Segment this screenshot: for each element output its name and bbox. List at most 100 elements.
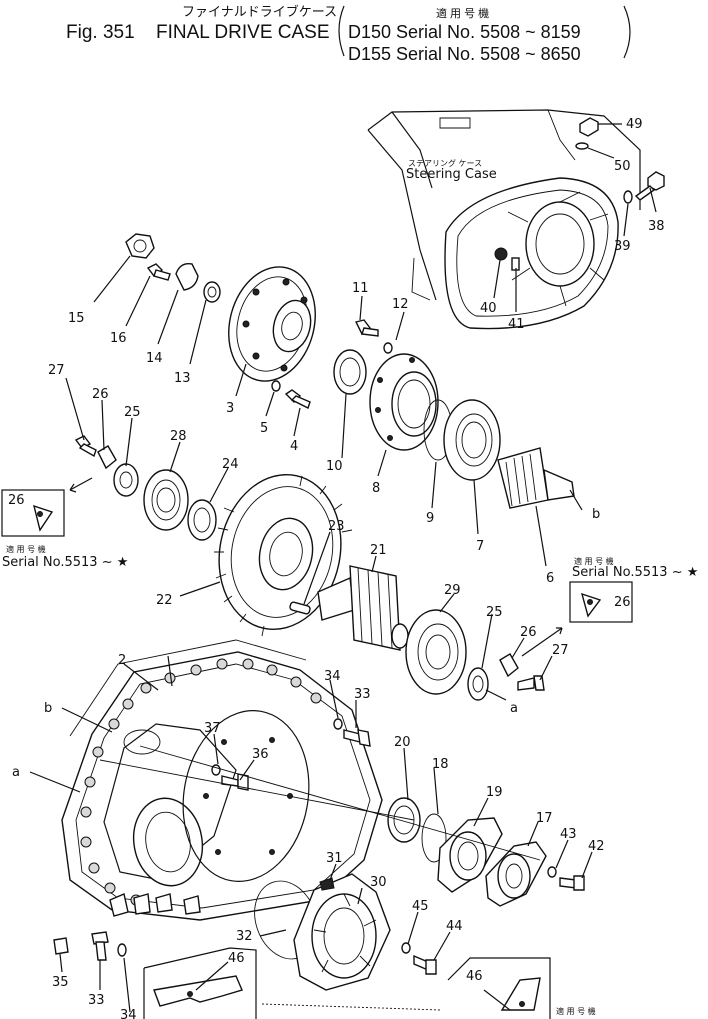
bolt-42	[559, 875, 585, 891]
callout-22: 22	[156, 593, 173, 608]
leader-lines	[29, 123, 657, 1013]
o-ring-50	[575, 142, 589, 150]
chain-line	[261, 1003, 441, 1011]
callout-37: 37	[204, 721, 221, 736]
detail-box-46-right	[447, 957, 551, 1019]
callout-box-26-left	[1, 489, 65, 537]
figure-title: FINAL DRIVE CASE	[156, 22, 330, 43]
callout-27-right: 27	[552, 643, 569, 658]
lock-plate-26-left	[97, 445, 117, 470]
callout-a-retainer: a	[510, 701, 518, 716]
steering-case-label-jp: ステアリング ケース	[408, 158, 482, 168]
cover-30	[293, 873, 391, 991]
serial-line-d150: D150 Serial No. 5508 ~ 8159	[348, 22, 581, 42]
center-line-lower	[139, 745, 541, 861]
callout-19: 19	[486, 785, 503, 800]
plug-40	[494, 247, 508, 261]
ring-gear-22	[214, 473, 353, 637]
callout-39: 39	[614, 239, 631, 254]
lock-plate-14	[175, 263, 199, 291]
flange-3	[228, 266, 316, 382]
retainer-25-left	[113, 463, 139, 497]
cover-17	[485, 841, 547, 907]
bolt-16	[146, 263, 171, 281]
callout-25-left: 25	[124, 405, 141, 420]
dowel-35	[53, 937, 69, 955]
lock-plate-26-right	[499, 653, 519, 678]
bolt-44	[413, 954, 437, 975]
bracket-31	[319, 877, 335, 891]
steering-case	[367, 109, 641, 330]
callout-31: 31	[326, 851, 343, 866]
callout-box-26-right	[569, 581, 633, 623]
callout-9: 9	[426, 511, 434, 526]
callout-33-upper: 33	[354, 687, 371, 702]
washer-13	[203, 281, 221, 303]
final-drive-case-2	[61, 651, 383, 921]
callout-16: 16	[110, 331, 127, 346]
bearing-29	[405, 609, 467, 695]
callout-6: 6	[546, 571, 554, 586]
callout-45: 45	[412, 899, 429, 914]
callout-numbers: 49 50 38 39 40 41 11 12 15 16 14 13 3 5 …	[2, 117, 698, 1019]
callout-5: 5	[260, 421, 268, 436]
callout-2: 2	[118, 653, 126, 668]
callout-41: 41	[508, 317, 525, 332]
callout-7: 7	[476, 539, 484, 554]
callout-4: 4	[290, 439, 298, 454]
callout-24: 24	[222, 457, 239, 472]
callout-10: 10	[326, 459, 343, 474]
callout-50: 50	[614, 159, 631, 174]
callout-36: 36	[252, 747, 269, 762]
left-bracket	[338, 5, 345, 57]
callout-32: 32	[236, 929, 253, 944]
title-japanese: ファイナルドライブケース	[182, 4, 337, 19]
callout-34-upper: 34	[324, 669, 341, 684]
gasket-edge	[69, 639, 307, 737]
washer-43	[547, 866, 557, 878]
cage-8	[369, 353, 439, 451]
callout-43: 43	[560, 827, 577, 842]
center-line-main	[99, 759, 415, 821]
serial-right-note: Serial No.5513 ~ ★	[572, 565, 698, 580]
callout-26-box-left: 26	[8, 493, 25, 508]
center-line-steering	[411, 257, 431, 301]
callout-29: 29	[444, 583, 461, 598]
callout-25-right: 25	[486, 605, 503, 620]
right-bracket	[623, 5, 631, 59]
callout-20: 20	[394, 735, 411, 750]
callout-b-pinion: b	[592, 507, 600, 522]
header: ファイナルドライブケース Fig. 351 FINAL DRIVE CASE 適…	[66, 4, 631, 64]
applicability-right-jp: 適 用 号 機	[574, 556, 614, 566]
retainer-25-right	[467, 667, 489, 701]
callout-27-left: 27	[48, 363, 65, 378]
callout-38: 38	[648, 219, 665, 234]
serial-left-note: Serial No.5513 ~ ★	[2, 555, 128, 570]
washer-34	[333, 718, 343, 730]
nut-15	[125, 233, 155, 259]
callout-12: 12	[392, 297, 409, 312]
callout-28: 28	[170, 429, 187, 444]
washer-12	[383, 342, 393, 354]
washer-34-lower	[117, 943, 127, 957]
applicability-label-jp: 適 用 号 機	[436, 6, 489, 20]
callout-30: 30	[370, 875, 387, 890]
bolt-27-left	[74, 435, 97, 458]
callout-26-box-right: 26	[614, 595, 631, 610]
bolt-36	[221, 773, 249, 791]
bearing-20	[387, 797, 421, 843]
arrow-right-serial	[521, 627, 563, 657]
callout-40: 40	[480, 301, 497, 316]
key-23	[289, 601, 311, 615]
bearing-10	[333, 349, 367, 395]
figure-number: Fig. 351	[66, 22, 135, 43]
callout-15: 15	[68, 311, 85, 326]
callout-46-left: 46	[228, 951, 245, 966]
callout-46-right: 46	[466, 969, 483, 984]
callout-18: 18	[432, 757, 449, 772]
bolt-33-upper	[343, 729, 371, 747]
callout-11: 11	[352, 281, 369, 296]
washer-39	[623, 190, 633, 204]
applicability-bottom-jp: 適 用 号 機	[556, 1006, 596, 1016]
bearing-28	[143, 469, 189, 531]
